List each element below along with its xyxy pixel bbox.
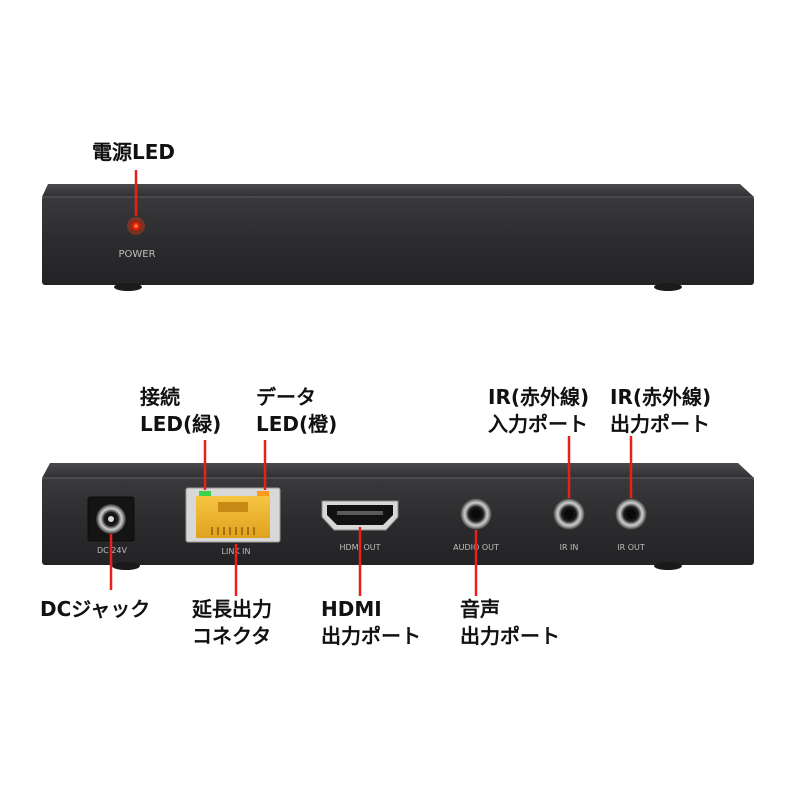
back-panel-top-edge [42, 463, 754, 478]
callout-link-led-line2: LED(緑) [140, 412, 222, 436]
ir-out-label: IR OUT [617, 543, 645, 552]
dc-jack: DC 24V [87, 496, 135, 555]
callout-audio-line1: 音声 [460, 597, 500, 621]
power-led [131, 221, 141, 231]
dc-label: DC 24V [97, 546, 127, 555]
callout-data-led-line1: データ [256, 385, 316, 409]
power-label: POWER [118, 249, 155, 260]
back-panel-face [42, 477, 754, 565]
callout-ir-in-line2: 入力ポート [488, 412, 588, 436]
back-panel: DC 24V LINK IN [42, 463, 754, 570]
back-foot-left [112, 562, 140, 570]
callout-power-led: 電源LED [92, 139, 175, 166]
callout-lan-line1: 延長出力 [192, 597, 272, 621]
callout-power-led-text: 電源LED [92, 140, 176, 164]
callout-data-led-line2: LED(橙) [256, 412, 338, 436]
callout-hdmi-line1: HDMI [321, 597, 382, 621]
front-panel-face [42, 196, 754, 285]
callout-lan-line2: コネクタ [192, 624, 272, 648]
callout-ir-out: IR(赤外線) 出力ポート [610, 384, 711, 438]
callout-ir-out-line1: IR(赤外線) [610, 385, 712, 409]
callout-hdmi-line2: 出力ポート [321, 624, 421, 648]
front-foot-left [114, 283, 142, 291]
back-foot-right [654, 562, 682, 570]
callout-ir-out-line2: 出力ポート [610, 412, 710, 436]
callout-lan: 延長出力 コネクタ [192, 596, 272, 650]
callout-dc-jack-text: DCジャック [40, 597, 151, 621]
link-led-green [199, 491, 211, 496]
leader-lines [109, 170, 633, 596]
ir-in-jack: IR IN [553, 498, 585, 552]
rj45-connector: LINK IN [185, 487, 281, 556]
front-foot-right [654, 283, 682, 291]
callout-link-led: 接続 LED(緑) [140, 384, 221, 438]
front-panel: POWER [42, 184, 754, 291]
data-led-orange [257, 491, 269, 496]
callout-ir-in-line1: IR(赤外線) [488, 385, 590, 409]
callout-data-led: データ LED(橙) [256, 384, 337, 438]
callout-audio-line2: 出力ポート [460, 624, 560, 648]
ir-out-jack: IR OUT [615, 498, 647, 552]
front-panel-top-edge [42, 184, 754, 197]
callout-link-led-line1: 接続 [140, 385, 180, 409]
callout-hdmi: HDMI 出力ポート [321, 596, 421, 650]
callout-ir-in: IR(赤外線) 入力ポート [488, 384, 589, 438]
callout-dc-jack: DCジャック [40, 596, 150, 623]
callout-audio: 音声 出力ポート [460, 596, 560, 650]
ir-in-label: IR IN [560, 543, 579, 552]
